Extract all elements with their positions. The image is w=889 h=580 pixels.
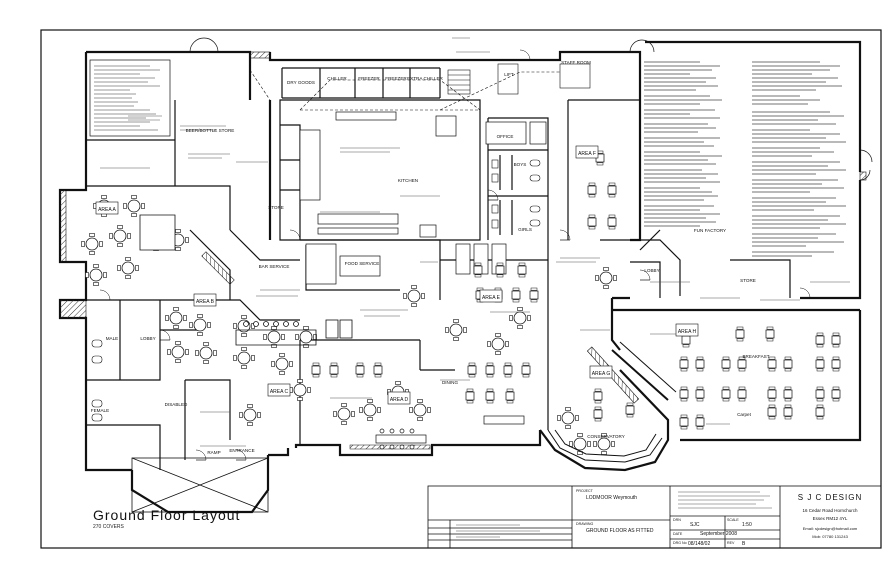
date-caption: DATE [673,532,683,536]
bar-counter [139,214,353,346]
plan-annotations [100,37,850,447]
internal-walls [86,67,791,470]
room-store-2: STORE [740,278,756,283]
doors [99,37,873,461]
legend-box [89,59,171,137]
room-boys: BOYS [514,162,527,167]
company-address-1: 16 Cedar Road Hornchurch [802,508,858,513]
drawing-number: 08/148/02 [688,541,710,547]
kitchen-equipment [299,111,547,285]
area-c-label: AREA C [270,389,289,395]
long-table [375,415,525,450]
floor-carpet-note: Carpet [737,412,752,417]
room-entrance: ENTRANCE [229,448,254,453]
area-e-label: AREA E [482,295,501,301]
room-dining: DINING [442,380,459,385]
room-fun-factory: FUN FACTORY [694,228,726,233]
room-kitchen: KITCHEN [398,178,418,183]
drawing-caption: DRAWING [576,522,593,526]
room-lobby: LOBBY [644,268,659,273]
room-lobby-2: LOBBY [140,336,155,341]
drawing-revision: B [742,541,746,547]
room-office: OFFICE [497,134,514,139]
revision-caption: REV [727,541,735,545]
room-bottle-store: BEER/BOTTLE STORE [186,128,235,133]
stairs [447,63,591,95]
company-address-2: Essex RM12 4YL [813,516,848,521]
building-walls [58,40,862,514]
project-caption: PROJECT [576,489,594,493]
company-name: S J C DESIGN [798,493,862,502]
room-girls: GIRLS [518,227,532,232]
plan-title: Ground Floor Layout [93,507,241,523]
room-disabled: DISABLED [165,402,188,407]
drawing-name: GROUND FLOOR AS FITTED [586,528,654,534]
project-name: LODMOOR Weymouth [586,495,637,501]
entrance-canopy [131,457,269,513]
room-extra-chiller: EXTRA CHILLER [407,76,443,81]
room-bar-service: BAR SERVICE [259,264,290,269]
drawn-caption: DRN [673,518,681,522]
room-conservatory: CONSERVATORY [587,434,625,439]
company-email: Email: sjcdesign@hotmail.com [803,526,858,531]
service-routes [249,69,560,111]
room-store: STORE [268,205,284,210]
drawing-scale: 1:50 [742,522,752,528]
room-freezer-1: FREEZER [358,76,380,81]
fun-factory-outline [630,229,681,296]
room-food-service: FOOD SERVICE [345,261,380,266]
conservatory-bay [547,429,663,463]
area-g-label: AREA G [592,371,611,377]
room-male: MALE [106,336,119,341]
room-ramp: RAMP [207,450,220,455]
drawn-by: SJC [690,522,700,528]
area-a-label: AREA A [98,207,116,213]
room-female: FEMALE [91,408,109,413]
sheet-border [40,29,882,549]
title-block [427,485,882,549]
area-d-label: AREA D [390,397,409,403]
room-dry-goods: DRY GOODS [287,80,315,85]
area-f-label: AREA F [578,151,596,157]
covers-count: 270 COVERS [93,524,124,530]
number-caption: DRG No [673,541,687,545]
company-phone: Mob: 07780 131243 [812,534,848,539]
room-staff-room: STAFF ROOM [561,60,591,65]
room-breakfast: BREAKFAST [742,354,769,359]
drawing-date: September 2008 [700,531,737,537]
room-freezer-2: FREEZER [385,76,407,81]
area-h-label: AREA H [678,329,697,335]
specification-notes [644,61,846,257]
room-lift: LIFT [504,72,514,77]
scale-caption: SCALE [727,518,739,522]
area-b-label: AREA B [196,299,215,305]
room-chiller: CHILLER [327,76,347,81]
toilet-fixtures [91,159,541,422]
